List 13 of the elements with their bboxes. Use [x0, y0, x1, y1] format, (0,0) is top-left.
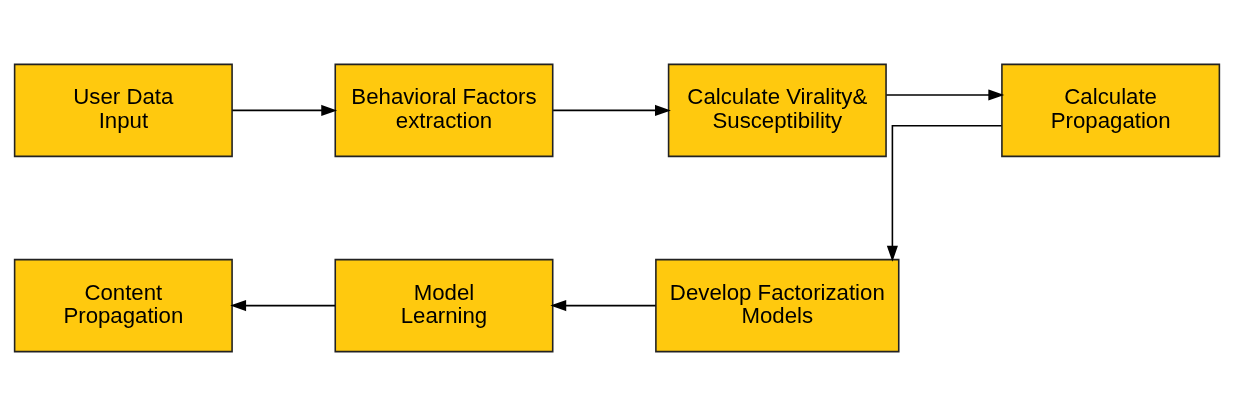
- arrow: [231, 104, 338, 116]
- arrow: [230, 300, 336, 312]
- node-box: Calculate Virality& Susceptibility: [667, 63, 887, 158]
- node-box: Model Learning: [334, 258, 554, 353]
- node-box: Develop Factorization Models: [655, 258, 900, 353]
- node-box: User Data Input: [13, 63, 233, 158]
- node-box: Content Propagation: [13, 258, 233, 353]
- arrow: [886, 124, 1003, 262]
- node-box: Behavioral Factors extraction: [334, 63, 554, 158]
- arrow: [550, 300, 657, 312]
- arrow: [552, 104, 671, 116]
- node-box: Calculate Propagation: [1001, 63, 1221, 158]
- arrow: [885, 89, 1005, 101]
